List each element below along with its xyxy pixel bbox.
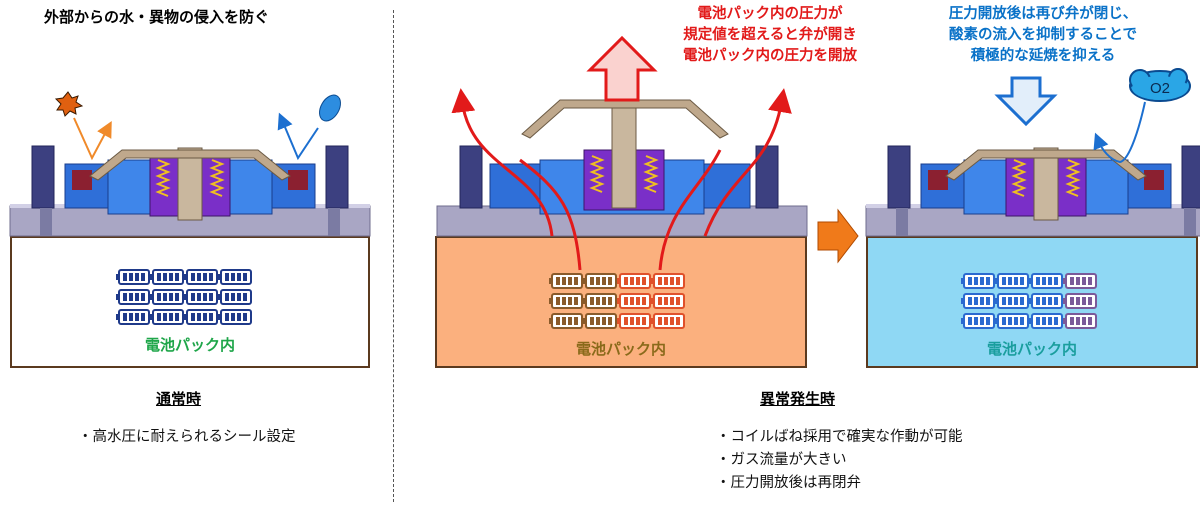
pressure-note-line-3: 電池パック内の圧力を開放 xyxy=(683,48,857,64)
reclose-note: 圧力開放後は再び弁が閉じ、 酸素の流入を抑制することで 積極的な延焼を抑える xyxy=(898,4,1188,67)
debris-icon xyxy=(54,91,84,117)
gas-flow-arrow-center-right xyxy=(658,149,722,271)
battery-pack-label: 電池パック内 xyxy=(144,336,235,354)
pressure-release-note: 電池パック内の圧力が 規定値を超えると弁が開き 電池パック内の圧力を開放 xyxy=(640,4,900,67)
battery-pack-label: 電池パック内 xyxy=(575,340,666,358)
oxygen-cloud-icon xyxy=(1129,68,1191,102)
reclose-note-line-1: 圧力開放後は再び弁が閉じ、 xyxy=(948,6,1138,22)
reclose-note-line-2: 酸素の流入を抑制することで xyxy=(948,27,1138,43)
battery-cells-normal xyxy=(115,269,252,325)
normal-caption: 通常時 xyxy=(156,390,202,408)
battery-cells-damaged xyxy=(1062,273,1097,329)
abnormal-caption: 異常発生時 xyxy=(760,390,836,408)
column-divider xyxy=(393,10,394,502)
gas-flow-arrow-center-left xyxy=(519,158,582,271)
pressure-release-arrow xyxy=(586,35,658,102)
pressure-note-line-1: 電池パック内の圧力が xyxy=(697,6,843,22)
oxygen-blocked-arrow xyxy=(1093,101,1146,164)
battery-cells-abnormal xyxy=(548,273,617,329)
sealed-valve-normal xyxy=(9,145,371,237)
oxygen-label: O2 xyxy=(1150,80,1170,97)
abnormal-bullet-2: ・ガス流量が大きい xyxy=(716,452,847,468)
left-title: 外部からの水・異物の侵入を防ぐ xyxy=(44,8,270,26)
debris-deflect-arrow xyxy=(73,117,112,161)
battery-pack-label: 電池パック内 xyxy=(986,340,1077,358)
reclose-note-line-3: 積極的な延焼を抑える xyxy=(970,48,1116,64)
gas-flow-arrow-right xyxy=(703,88,792,237)
battery-cells-overheating xyxy=(616,273,685,329)
abnormal-bullet-3: ・圧力開放後は再閉弁 xyxy=(716,475,861,491)
reclose-arrow xyxy=(994,76,1058,127)
gas-flow-arrow-left xyxy=(451,88,554,237)
transition-arrow xyxy=(817,208,859,264)
resealed-valve xyxy=(865,145,1200,237)
battery-cells-closed xyxy=(960,273,1063,329)
water-drop-icon xyxy=(319,94,341,122)
water-deflect-arrow xyxy=(277,112,319,161)
abnormal-bullet-1: ・コイルばね採用で確実な作動が可能 xyxy=(716,429,963,445)
pressure-note-line-2: 規定値を超えると弁が開き xyxy=(683,27,857,43)
normal-bullet-1: ・高水圧に耐えられるシール設定 xyxy=(78,429,296,445)
